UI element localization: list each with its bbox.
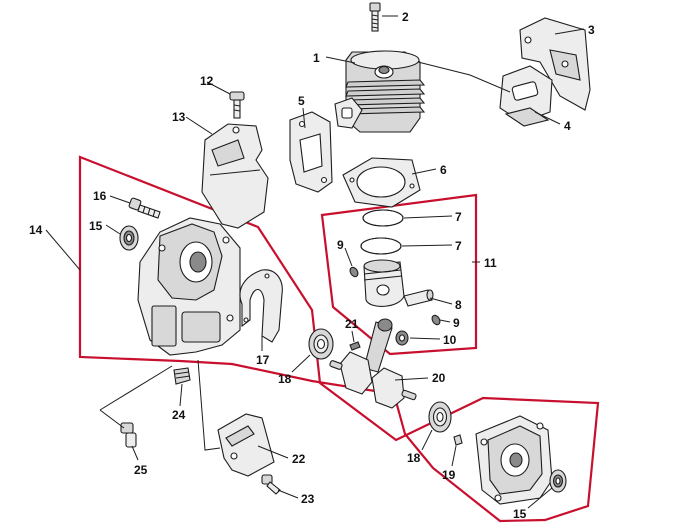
piston-group-outline (320, 193, 478, 356)
callout-25: 25 (134, 463, 148, 477)
callout-20: 20 (432, 371, 446, 385)
part-15-main-bearing-left[interactable] (119, 225, 139, 251)
part-1-cylinder[interactable] (334, 50, 426, 133)
part-18-crank-bearing-left[interactable] (308, 328, 334, 360)
part-3-heat-shield[interactable] (519, 17, 591, 111)
piston[interactable] (363, 259, 405, 307)
callout-21: 21 (345, 317, 359, 331)
part-5-intake-gasket[interactable] (289, 111, 333, 193)
part-17-crankcase-gasket[interactable] (239, 269, 283, 343)
callout-16: 16 (93, 189, 107, 203)
callout-12: 12 (200, 74, 214, 88)
part-9-circlip-left[interactable] (348, 266, 359, 278)
callout-4: 4 (564, 119, 571, 133)
callout-6: 6 (440, 163, 447, 177)
callout-14: 14 (29, 223, 43, 237)
callout-22: 22 (292, 452, 306, 466)
callout-2: 2 (402, 10, 409, 24)
part-7-piston-ring-upper[interactable] (362, 209, 404, 227)
part-10-needle-bearing[interactable] (395, 330, 409, 346)
callout-9-right: 9 (453, 316, 460, 330)
callout-13: 13 (172, 110, 186, 124)
part-22-intake-plate[interactable] (217, 413, 275, 477)
part-16-crankcase-bolt[interactable] (128, 197, 161, 219)
callout-18-left: 18 (278, 372, 292, 386)
callout-17: 17 (256, 353, 270, 367)
part-18-crank-bearing-right[interactable] (428, 401, 452, 433)
callout-3: 3 (588, 23, 595, 37)
part-8-piston-pin[interactable] (403, 289, 434, 307)
part-6-base-gasket[interactable] (342, 157, 421, 208)
part-23-plate-screw[interactable] (261, 474, 281, 495)
part-15-main-bearing-right[interactable] (549, 469, 567, 493)
callout-18-right: 18 (407, 451, 421, 465)
part-21-crankshaft-key[interactable] (349, 341, 361, 351)
callout-5: 5 (298, 94, 305, 108)
callout-15-left: 15 (89, 219, 103, 233)
part-9-circlip-right[interactable] (430, 314, 441, 326)
callout-7-upper: 7 (455, 210, 462, 224)
part-24-mount-nut[interactable] (173, 367, 191, 385)
crankcase-right-half[interactable] (475, 415, 553, 505)
part-7-piston-ring-lower[interactable] (360, 237, 402, 255)
part-12-cover-screw[interactable] (229, 91, 245, 119)
leader-lines (45, 15, 585, 509)
part-25-mount-bolt[interactable] (120, 422, 137, 448)
callout-1: 1 (313, 51, 320, 65)
part-4-exhaust-gasket[interactable] (499, 65, 553, 127)
callout-15-right: 15 (513, 507, 527, 521)
part-19-dowel-pin[interactable] (453, 434, 463, 446)
part-20-crankshaft[interactable] (329, 318, 417, 409)
crankcase-left-half[interactable] (137, 217, 241, 356)
callout-23: 23 (301, 492, 315, 506)
crankcase-group-outline (78, 155, 600, 523)
callout-9-left: 9 (337, 238, 344, 252)
part-2-cylinder-bolt[interactable] (369, 2, 381, 32)
part-13-cylinder-cover[interactable] (201, 123, 269, 229)
callout-labels: 2 1 3 4 5 6 7 7 9 11 8 9 10 12 13 14 16 … (29, 10, 595, 521)
callout-24: 24 (172, 408, 186, 422)
callout-7-lower: 7 (455, 239, 462, 253)
callout-19: 19 (442, 468, 456, 482)
callout-11: 11 (484, 256, 497, 270)
callout-10: 10 (443, 333, 457, 347)
callout-8: 8 (455, 298, 462, 312)
